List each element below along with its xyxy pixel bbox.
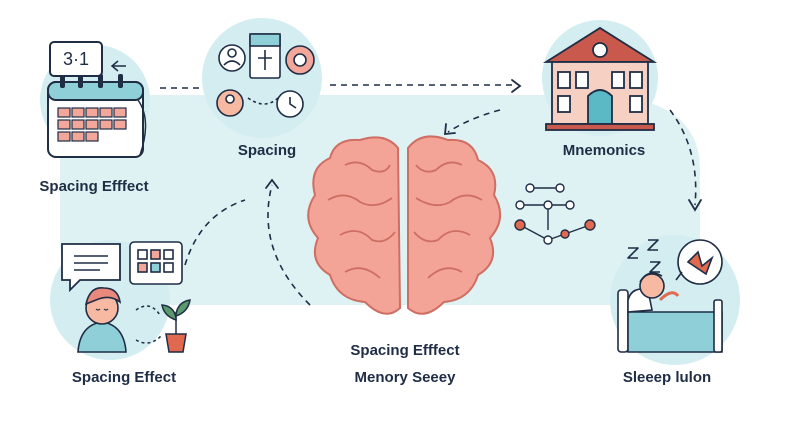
arrowhead-right <box>512 80 520 92</box>
label-sleep: Sleeep lulon <box>623 369 711 386</box>
label-spacing-effect-bottom: Spacing Effect <box>72 369 176 386</box>
label-center-line1: Spacing Efffect <box>350 342 459 359</box>
label-spacing-effect-top: Spacing Efffect <box>39 178 148 195</box>
calendar-icon <box>48 74 146 157</box>
calendar-tag-text: 3·1 <box>63 49 89 69</box>
label-center-line2: Menory Seeey <box>355 369 456 386</box>
label-spacing: Spacing <box>238 142 296 159</box>
quiz-card-icon <box>130 242 182 284</box>
label-mnemonics: Mnemonics <box>563 142 646 159</box>
